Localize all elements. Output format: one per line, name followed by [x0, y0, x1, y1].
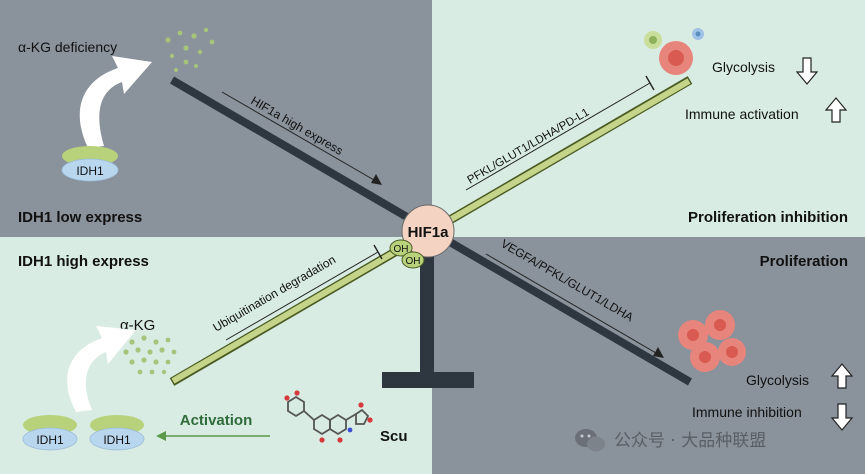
- scutellarin-molecule-icon: [284, 390, 373, 443]
- vegfa-arrow-head: [653, 347, 664, 358]
- idh1-high-stack-left: IDH1: [22, 415, 78, 451]
- top-right-title: Proliferation inhibition: [688, 209, 848, 226]
- hollow-up-arrow-icon: [824, 97, 848, 123]
- hif1a-high-express-arrow: [221, 91, 375, 181]
- tumor-cells-icon: [678, 310, 746, 372]
- immune-inhibition-label: Immune inhibition: [692, 404, 802, 420]
- hollow-up-arrow-icon: [830, 363, 854, 389]
- immune-cell-cluster-icon: [644, 28, 704, 75]
- pfkl-inhibition-line: [465, 82, 651, 191]
- akg-deficiency-dots: [165, 27, 215, 72]
- glycolysis-label-top: Glycolysis: [712, 59, 775, 75]
- idh1-low-stack: IDH1: [61, 146, 119, 182]
- curved-white-arrow-icon: [67, 326, 136, 412]
- top-left-title: IDH1 low express: [18, 209, 142, 226]
- bottom-left-title: IDH1 high express: [18, 253, 149, 270]
- ubiquitination-inhibition-line: [225, 251, 379, 341]
- hollow-down-arrow-icon: [795, 57, 819, 85]
- activation-arrow-head: [156, 431, 166, 441]
- oh-label-2: OH: [406, 256, 421, 267]
- hollow-down-arrow-icon: [830, 403, 854, 431]
- oh-label-1: OH: [394, 244, 409, 255]
- akg-dots: [123, 335, 177, 375]
- bottom-right-title: Proliferation: [760, 253, 848, 270]
- idh1-high-stack-right: IDH1: [89, 415, 145, 451]
- hif1a-hub: [401, 204, 455, 258]
- top-left-panel: [0, 0, 432, 237]
- immune-activation-label: Immune activation: [685, 106, 799, 122]
- akg-deficiency-label: α-KG deficiency: [18, 39, 117, 55]
- seesaw-stand-post: [420, 238, 434, 372]
- wechat-logo-icon: [575, 429, 605, 452]
- vegfa-arrow-line: [485, 253, 657, 354]
- pfkl-inhibition-bar: [645, 75, 655, 91]
- idh1-label: IDH1: [103, 433, 131, 447]
- hydroxyl-groups: OH OH: [389, 239, 425, 269]
- scu-label: Scu: [380, 428, 408, 445]
- idh1-label: IDH1: [76, 164, 104, 178]
- activation-label: Activation: [180, 412, 253, 429]
- ubiquitination-inhibition-bar: [373, 244, 383, 260]
- hif1a-label: HIF1a: [408, 224, 450, 241]
- glycolysis-label-bottom: Glycolysis: [746, 372, 809, 388]
- curved-white-arrow-icon: [79, 56, 152, 148]
- seesaw-stand-base: [382, 372, 474, 388]
- idh1-label: IDH1: [36, 433, 64, 447]
- watermark-text: 公众号 · 大品种联盟: [614, 431, 766, 451]
- hif1a-high-express-arrow-head: [371, 174, 382, 185]
